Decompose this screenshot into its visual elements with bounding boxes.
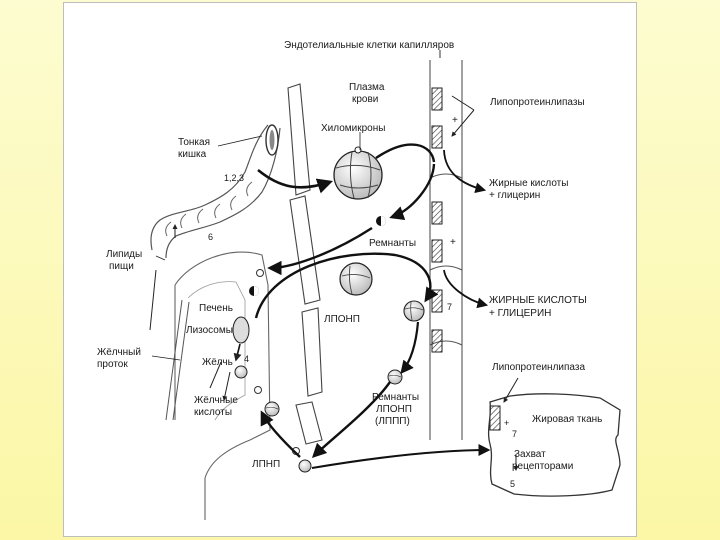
- label-fa-glycerol-1a: Жирные кислоты: [489, 178, 568, 189]
- label-vldl-remnants-3: (ЛППП): [375, 416, 410, 427]
- lpl-box-5: [431, 289, 443, 313]
- lpl-box-1: [431, 87, 443, 111]
- lpl-box-6: [431, 329, 443, 353]
- label-remnants: Ремнанты: [369, 238, 416, 249]
- liver-inner-membrane: [187, 281, 246, 421]
- hepatic-receptor-1: [256, 269, 264, 277]
- label-intestine-2: кишка: [178, 149, 207, 160]
- arrow-remnant-to-liver: [267, 226, 373, 276]
- arrow-vldl-to-idl: [400, 321, 420, 375]
- label-bile: Жёлчь: [202, 357, 233, 368]
- recycle-up-arrows: [149, 225, 175, 331]
- label-food-lipids-1: Липиды: [106, 249, 142, 260]
- intestine-pointer: [217, 135, 263, 147]
- chylomicron-remnant-particle: [376, 216, 386, 226]
- label-fa-glycerol-2b: + ГЛИЦЕРИН: [489, 308, 551, 319]
- ldl-particle-center: [298, 459, 312, 473]
- label-num-7: 7: [447, 302, 452, 312]
- arrow-to-remnant: [389, 163, 436, 220]
- label-plus-3: +: [504, 418, 509, 428]
- label-plasma-2: крови: [352, 94, 378, 105]
- idl-particle: [387, 369, 403, 385]
- label-vldl-remnants-2: ЛПОНП: [376, 404, 412, 415]
- label-fa-glycerol-2a: ЖИРНЫЕ КИСЛОТЫ: [489, 295, 587, 306]
- arrow-chylomicron-loop: [375, 143, 436, 163]
- lpl-box-2: [431, 125, 443, 149]
- bile-acid-arrows: [209, 361, 231, 400]
- label-num-5: 5: [510, 479, 515, 489]
- label-chylomicrons: Хиломикроны: [321, 123, 385, 134]
- vldl-particle-small: [403, 300, 425, 322]
- label-num-7b: 7: [512, 429, 517, 439]
- label-liver: Печень: [199, 303, 233, 314]
- arrow-fa-out-1: [443, 149, 487, 194]
- label-plus-2: +: [450, 237, 456, 248]
- lysosome-body: [232, 316, 250, 344]
- label-lpl-top: Липопротеинлипазы: [490, 97, 585, 108]
- label-lpl-adipose: Липопротеинлипаза: [492, 362, 585, 373]
- label-fa-glycerol-1b: + глицерин: [489, 190, 540, 201]
- label-bile-acids-2: кислоты: [194, 407, 232, 418]
- label-uptake-1: Захват: [514, 449, 546, 460]
- label-bile-duct-2: проток: [97, 359, 128, 370]
- arrow-intestine-to-chylomicron: [257, 168, 333, 194]
- arrow-vldl-loop: [254, 252, 439, 319]
- lpl-box-adipose: [489, 405, 501, 431]
- arrow-idl-to-ldl: [311, 381, 391, 459]
- label-adipose: Жировая ткань: [532, 414, 602, 425]
- label-endothelium: Эндотелиальные клетки капилляров: [284, 40, 454, 51]
- label-plasma-1: Плазма: [349, 82, 385, 93]
- intestine-folds: [165, 181, 253, 237]
- liver-particle-2: [264, 401, 280, 417]
- label-food-lipids-2: пищи: [109, 261, 134, 272]
- label-num-6: 6: [208, 232, 213, 242]
- label-num-4: 4: [244, 354, 249, 364]
- lpl-adipose-pointer: [503, 377, 519, 403]
- lpl-box-3: [431, 201, 443, 225]
- bile-duct: [165, 299, 190, 421]
- lipids-pointer: [155, 255, 166, 261]
- arrow-ldl-to-adipose: [311, 444, 491, 469]
- arrow-fa-out-2: [443, 269, 489, 309]
- remnant-in-liver-particle: [249, 286, 259, 296]
- liver-particle-1: [234, 365, 248, 379]
- capillary-wall-left: [287, 83, 323, 445]
- label-ldl: ЛПНП: [252, 459, 280, 470]
- label-steps-123: 1,2,3: [224, 173, 244, 183]
- label-bile-acids-1: Жёлчные: [194, 395, 238, 406]
- vldl-particle-large: [339, 262, 373, 296]
- label-intestine-1: Тонкая: [178, 137, 210, 148]
- small-intestine-shape: [150, 124, 281, 259]
- chylomicron-particle: [333, 146, 383, 200]
- lpl-pointer-lines: [452, 95, 475, 136]
- label-lysosomes: Лизосомы: [186, 325, 233, 336]
- label-vldl-remnants-1: Ремнанты: [372, 392, 419, 403]
- bile-duct-pointer: [151, 355, 181, 361]
- label-bile-duct-1: Жёлчный: [97, 347, 141, 358]
- label-uptake-2: рецепторами: [512, 461, 573, 472]
- adipose-tissue-outline: [487, 393, 621, 497]
- arrow-bile: [233, 343, 242, 362]
- label-plus-1: +: [452, 115, 458, 126]
- hepatic-receptor-2: [254, 386, 262, 394]
- label-vldl: ЛПОНП: [324, 314, 360, 325]
- arrow-ldl-to-liver: [260, 410, 301, 458]
- lpl-box-4: [431, 239, 443, 263]
